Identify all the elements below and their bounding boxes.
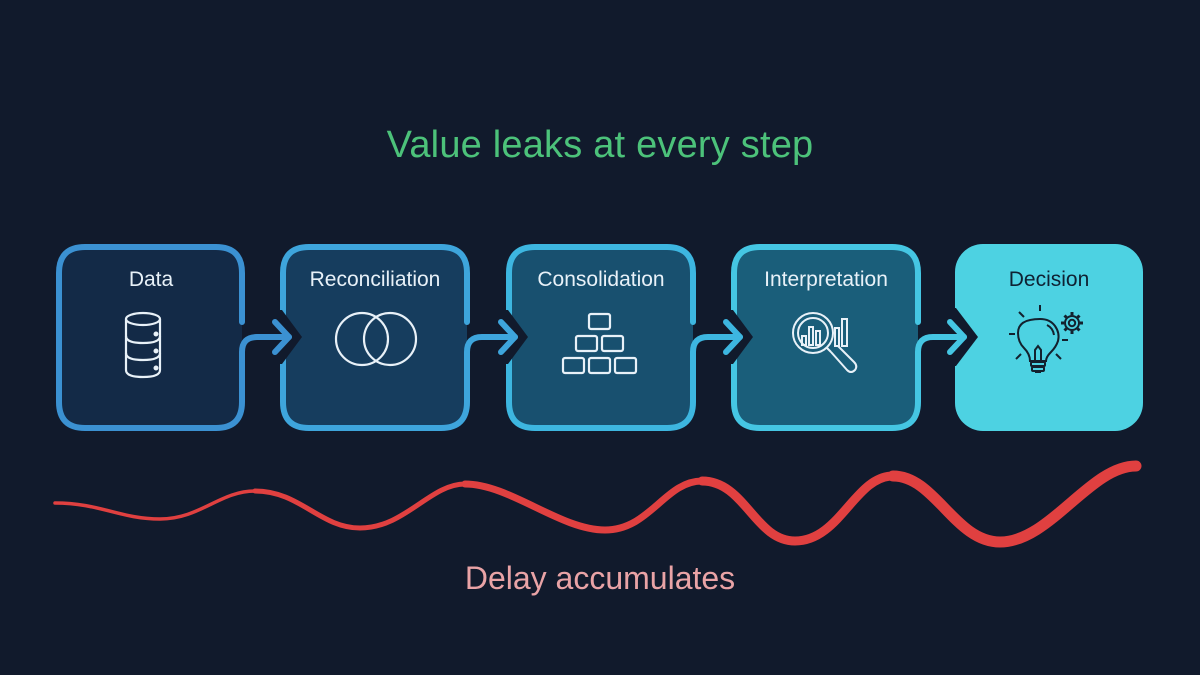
delay-caption: Delay accumulates	[464, 560, 736, 596]
connector-arrow-1	[239, 334, 288, 363]
lightbulb-gear-icon	[1009, 305, 1083, 373]
step-box-data	[56, 244, 245, 431]
step-label-data: Data	[128, 268, 174, 291]
stacked-blocks-icon	[561, 312, 638, 375]
delay-wave	[53, 460, 1142, 548]
connector-arrow-4	[915, 334, 964, 363]
magnifier-chart-icon	[792, 312, 858, 373]
step-label-reconciliation: Reconciliation	[309, 268, 441, 291]
step-label-interpretation: Interpretation	[764, 268, 888, 291]
connector-arrow-3	[690, 334, 740, 363]
connector-arrow-2	[464, 334, 515, 363]
step-label-consolidation: Consolidation	[537, 268, 665, 291]
database-icon	[124, 311, 162, 379]
diagram-title: Value leaks at every step	[386, 124, 814, 166]
step-label-decision: Decision	[1008, 268, 1090, 291]
venn-circles-icon	[334, 311, 418, 367]
